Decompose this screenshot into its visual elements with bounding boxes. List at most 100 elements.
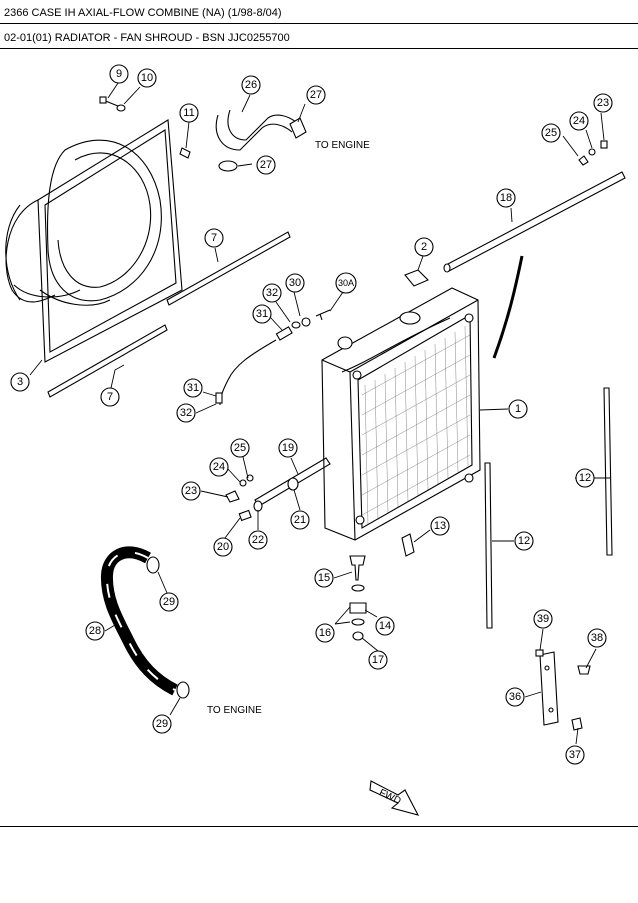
callout-28: 28	[85, 621, 105, 641]
svg-text:1: 1	[515, 403, 521, 415]
drain-tube-assembly	[225, 457, 331, 522]
svg-text:38: 38	[591, 632, 603, 644]
upper-radiator-hose	[215, 109, 307, 172]
svg-text:27: 27	[260, 159, 272, 171]
callout-18: 18	[496, 188, 516, 208]
svg-text:36: 36	[509, 691, 521, 703]
svg-text:18: 18	[500, 192, 512, 204]
svg-text:7: 7	[211, 232, 217, 244]
svg-text:37: 37	[569, 749, 581, 761]
callout-15: 15	[314, 568, 334, 588]
svg-text:30: 30	[289, 277, 301, 289]
to-engine-note-top: TO ENGINE	[315, 140, 370, 151]
callout-20: 20	[213, 537, 233, 557]
svg-text:10: 10	[141, 72, 153, 84]
svg-text:14: 14	[379, 620, 391, 632]
svg-text:23: 23	[597, 97, 609, 109]
callout-17: 17	[368, 650, 388, 670]
svg-text:31: 31	[256, 308, 268, 320]
callout-24: 24	[209, 457, 229, 477]
callout-27: 27	[256, 155, 276, 175]
svg-text:9: 9	[116, 68, 122, 80]
callout-39: 39	[533, 609, 553, 629]
callout-36: 36	[505, 687, 525, 707]
svg-text:24: 24	[213, 461, 225, 473]
part-callouts: 9 10 26 27 27 11 23 24 25 18 7 2 30 32 3…	[10, 64, 613, 765]
svg-text:25: 25	[234, 442, 246, 454]
callout-22: 22	[248, 530, 268, 550]
fan-shroud	[5, 119, 183, 363]
callout-9: 9	[109, 64, 129, 84]
svg-text:39: 39	[537, 613, 549, 625]
svg-text:32: 32	[180, 407, 192, 419]
callout-21: 21	[290, 510, 310, 530]
svg-text:32: 32	[266, 287, 278, 299]
callout-19: 19	[278, 438, 298, 458]
callout-29: 29	[152, 714, 172, 734]
callout-1: 1	[508, 399, 528, 419]
svg-text:29: 29	[163, 596, 175, 608]
svg-text:20: 20	[217, 541, 229, 553]
fwd-label: FWD	[377, 787, 402, 807]
svg-text:16: 16	[319, 627, 331, 639]
drain-hose-assembly	[215, 309, 331, 406]
callout-26: 26	[241, 75, 261, 95]
callout-2: 2	[414, 237, 434, 257]
svg-text:13: 13	[434, 520, 446, 532]
callout-30: 30	[285, 273, 305, 293]
header-divider	[0, 23, 638, 24]
to-engine-note-bottom: TO ENGINE	[207, 705, 262, 716]
callout-7: 7	[100, 387, 120, 407]
callout-12: 12	[514, 531, 534, 551]
callout-10: 10	[137, 68, 157, 88]
svg-text:23: 23	[185, 485, 197, 497]
callout-23: 23	[181, 481, 201, 501]
callout-31: 31	[183, 378, 203, 398]
svg-text:21: 21	[294, 514, 306, 526]
svg-text:17: 17	[372, 654, 384, 666]
lower-radiator-hose	[100, 546, 190, 699]
callout-25: 25	[230, 438, 250, 458]
footer-divider	[0, 826, 638, 827]
callout-32: 32	[262, 283, 282, 303]
svg-text:27: 27	[310, 89, 322, 101]
support-rod	[443, 140, 626, 359]
callout-12: 12	[575, 468, 595, 488]
callout-27: 27	[306, 85, 326, 105]
radiator	[321, 269, 481, 541]
svg-text:2: 2	[421, 241, 427, 253]
callout-32: 32	[176, 403, 196, 423]
svg-text:15: 15	[318, 572, 330, 584]
callout-38: 38	[587, 628, 607, 648]
seal-strip-lower	[47, 324, 168, 398]
callout-37: 37	[565, 745, 585, 765]
side-seal-strips	[484, 387, 613, 629]
svg-text:12: 12	[579, 472, 591, 484]
page-title: 2366 CASE IH AXIAL-FLOW COMBINE (NA) (1/…	[4, 7, 282, 19]
callout-7: 7	[204, 228, 224, 248]
callout-30a: 30A	[335, 272, 357, 294]
callout-24: 24	[569, 111, 589, 131]
callout-23: 23	[593, 93, 613, 113]
callout-14: 14	[375, 616, 395, 636]
svg-text:29: 29	[156, 718, 168, 730]
header-divider	[0, 48, 638, 49]
exploded-parts-diagram: FWD TO ENGINE TO ENGINE	[5, 64, 626, 816]
svg-text:12: 12	[518, 535, 530, 547]
svg-text:24: 24	[573, 115, 585, 127]
callout-29: 29	[159, 592, 179, 612]
callout-25: 25	[541, 123, 561, 143]
leader-lines	[29, 82, 610, 745]
forward-direction-arrow: FWD	[369, 780, 420, 816]
svg-text:31: 31	[187, 382, 199, 394]
page-subtitle: 02-01(01) RADIATOR - FAN SHROUD - BSN JJ…	[4, 32, 290, 44]
svg-text:3: 3	[17, 376, 23, 388]
support-bracket	[535, 649, 591, 731]
svg-text:19: 19	[282, 442, 294, 454]
svg-text:11: 11	[183, 107, 194, 119]
svg-text:28: 28	[89, 625, 101, 637]
bolt-washer-hardware	[99, 96, 191, 159]
seal-strip-upper	[166, 231, 291, 306]
svg-text:22: 22	[252, 534, 264, 546]
callout-16: 16	[315, 623, 335, 643]
